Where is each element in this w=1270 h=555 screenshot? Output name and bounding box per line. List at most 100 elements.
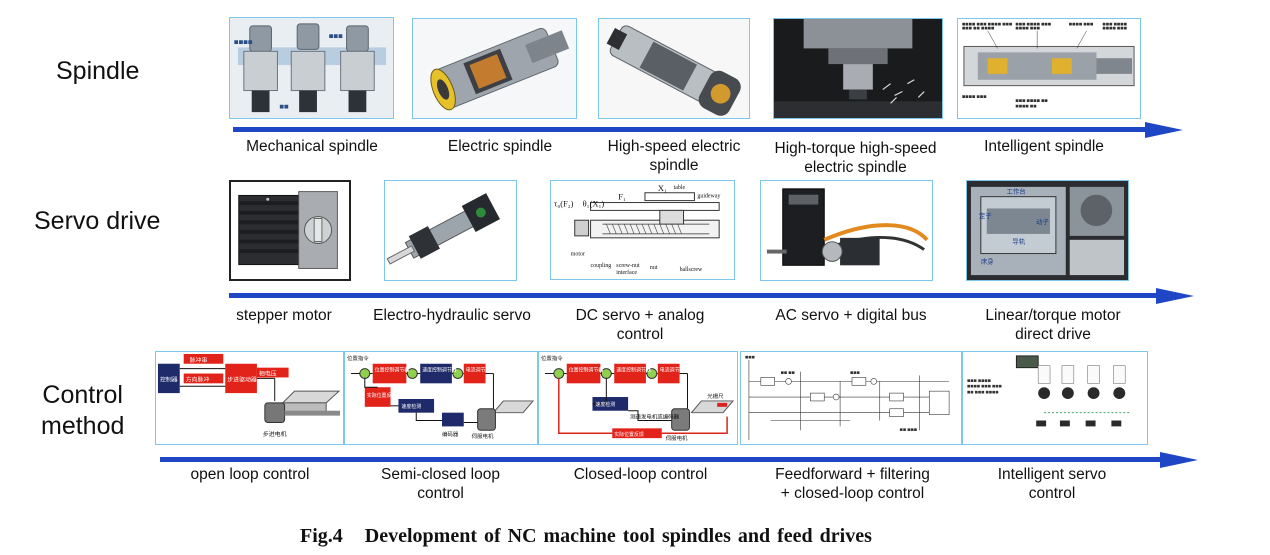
row-label-control-method: Control method [41, 381, 125, 440]
dc-torque-label: τ₀(F₂) [554, 200, 574, 209]
linear-label-2: 定子 [979, 211, 992, 220]
caption-open-loop-control: open loop control [190, 466, 310, 483]
row-label-spindle: Spindle [56, 57, 140, 85]
row-label-servo-drive: Servo drive [34, 207, 161, 235]
open-driver-text: 步进驱动器 [227, 375, 257, 383]
open-controller-text: 控制器 [160, 375, 178, 383]
semi-speed-ctrl-text: 速度控制调节器 [422, 367, 457, 374]
dc-ballscrew-label: ballscrew [680, 267, 703, 273]
intelligent-spindle-image: ■■■■ ■■■ ■■■■ ■■■■■■ ■■■■ ■■■■■■■ ■■■■■■… [957, 18, 1141, 119]
ac-servo-image [760, 180, 933, 281]
semi-position-cmd-text: 位置指令 [347, 354, 369, 362]
caption-ac-servo: AC servo + digital bus [775, 307, 927, 324]
svg-text:■■■ ■■■■: ■■■ ■■■■ [967, 378, 991, 382]
caption-semi-closed-loop-control: Semi-closed loop control [381, 466, 500, 502]
svg-text:■■■ ■■■■ ■■■: ■■■ ■■■■ ■■■ [1015, 22, 1051, 26]
closed-speed-detect-text: 速度检测 [595, 401, 615, 408]
electric-spindle-image [412, 18, 577, 119]
caption-intelligent-spindle: Intelligent spindle [984, 138, 1104, 155]
svg-text:■■■ ■■ ■■■■: ■■■ ■■ ■■■■ [962, 26, 995, 30]
svg-text:■■■: ■■■ [745, 355, 755, 359]
control-arrow-head [1160, 451, 1198, 468]
dc-nut-label: nut [650, 265, 658, 271]
semi-servo-motor-text: 伺服电机 [472, 432, 494, 440]
linear-label-4: 导轨 [1012, 237, 1025, 246]
open-direction-pulse-text: 方向脉冲 [186, 375, 210, 383]
closed-current-ctrl-text: 电流调节器 [660, 367, 685, 374]
figure-title-text: Development of NC machine tool spindles … [364, 525, 872, 547]
svg-text:■■: ■■ [279, 104, 289, 110]
svg-text:■■■■ ■■■ ■■■: ■■■■ ■■■ ■■■ [967, 384, 1002, 388]
linear-label-1: 工作台 [1007, 187, 1026, 196]
linear-label-3: 动子 [1036, 218, 1049, 226]
open-pulse-train-text: 脉冲串 [190, 356, 208, 364]
semi-current-ctrl-text: 电流调节器 [466, 367, 491, 374]
intelligent-servo-diagram: ■■■ ■■■■ ■■■■ ■■■ ■■■ ■■ ■■■ ■■■■ [962, 351, 1148, 445]
closed-speed-ctrl-text: 速度控制调节器 [616, 367, 651, 374]
caption-electric-spindle: Electric spindle [447, 138, 553, 155]
electro-hydraulic-servo-image [384, 180, 517, 281]
svg-text:■■■■ ■■■: ■■■■ ■■■ [1069, 22, 1094, 26]
dc-guideway-label: guideway [697, 194, 720, 200]
open-voltage-text: 相电压 [259, 370, 277, 378]
svg-text:■■■■ ■■■ ■■■■ ■■■: ■■■■ ■■■ ■■■■ ■■■ [962, 22, 1013, 26]
svg-text:■■■ ■■■■ ■■: ■■■ ■■■■ ■■ [1015, 98, 1048, 102]
semi-encoder-text: 编码器 [442, 430, 459, 438]
svg-text:■■■: ■■■ [329, 34, 343, 40]
dc-x1-label: X₁ [658, 184, 667, 193]
dc-motor-label: motor [571, 251, 585, 257]
feedforward-control-diagram: ■■■ ■■ ■■ ■■■ ■■ ■■■ [740, 351, 962, 445]
servo-arrow-shaft [229, 293, 1156, 298]
control-arrow-shaft [160, 457, 1160, 462]
stepper-motor-image [229, 180, 351, 281]
spindle-arrow-head [1145, 121, 1183, 138]
closed-pos-ctrl-text: 位置控制调节器 [569, 367, 604, 374]
figure-title: Fig.4 Development of NC machine tool spin… [300, 525, 872, 548]
mechanical-spindle-image: ■■■■■■■■■ [229, 17, 394, 119]
closed-position-cmd-text: 位置指令 [541, 354, 563, 362]
svg-text:■■■ ■■■■: ■■■ ■■■■ [1102, 22, 1127, 26]
svg-text:■■■■: ■■■■ [234, 40, 253, 46]
caption-feedforward-control: Feedforward + filtering + closed-loop co… [775, 466, 930, 502]
svg-text:■■■■ ■■: ■■■■ ■■ [1015, 104, 1037, 108]
semi-pos-feedback-text: 实际位置反馈 [367, 392, 397, 399]
dc-theta-label: θ₁(X₁) [583, 200, 605, 209]
svg-text:■■ ■■: ■■ ■■ [781, 371, 795, 375]
linear-torque-motor-image: 工作台 定子 动子 导轨 床身 [966, 180, 1129, 281]
servo-arrow-head [1156, 287, 1194, 304]
dc-screw-nut-label: screw-nut [616, 263, 640, 269]
semi-pos-ctrl-text: 位置控制调节器 [375, 367, 410, 374]
closed-loop-diagram: 位置控制调节器 速度控制调节器 电流调节器 速度检测 实际位置反馈 位置指令 测… [538, 351, 738, 445]
closed-encoder-text: 测速发电机或编码器 [630, 413, 680, 421]
caption-closed-loop-control: Closed-loop control [573, 466, 708, 483]
caption-dc-servo: DC servo + analog control [575, 307, 705, 343]
spindle-arrow-shaft [233, 127, 1145, 132]
figure-number: Fig.4 [300, 525, 343, 547]
high-torque-spindle-image [773, 18, 943, 119]
dc-coupling-label: coupling [591, 263, 612, 269]
closed-servo-motor-text: 伺服电机 [666, 434, 688, 442]
dc-table-label: table [674, 185, 686, 191]
closed-grating-text: 光栅尺 [707, 392, 724, 400]
semi-closed-loop-diagram: 位置控制调节器 速度控制调节器 电流调节器 速度检测 实际位置反馈 位置指令 编… [344, 351, 538, 445]
caption-high-speed-electric-spindle: High-speed electric spindle [607, 138, 741, 174]
open-stepper-text: 步进电机 [263, 430, 287, 438]
open-loop-diagram: 控制器 脉冲串 方向脉冲 步进驱动器 相电压 步进电机 [155, 351, 344, 445]
linear-label-5: 床身 [981, 256, 994, 265]
caption-intelligent-servo-control: Intelligent servo control [997, 466, 1107, 502]
svg-text:■■ ■■■: ■■ ■■■ [900, 427, 917, 431]
dc-force-label: F₁ [618, 193, 626, 202]
caption-mechanical-spindle: Mechanical spindle [246, 138, 378, 155]
svg-text:■■■■ ■■■: ■■■■ ■■■ [1102, 26, 1127, 30]
svg-text:■■■: ■■■ [850, 371, 860, 375]
caption-linear-torque-motor: Linear/torque motor direct drive [985, 307, 1121, 343]
semi-speed-detect-text: 速度检测 [401, 403, 421, 410]
high-speed-electric-spindle-image [598, 18, 750, 119]
caption-high-torque-spindle: High-torque high-speed electric spindle [774, 140, 937, 176]
svg-text:■■■■ ■■■: ■■■■ ■■■ [962, 94, 987, 98]
dc-interface-label: interface [616, 269, 637, 276]
caption-electro-hydraulic-servo: Electro-hydraulic servo [373, 307, 531, 324]
closed-pos-feedback-text: 实际位置反馈 [614, 431, 644, 438]
svg-text:■■ ■■■ ■■■■: ■■ ■■■ ■■■■ [967, 390, 999, 394]
svg-text:■■■■ ■■■: ■■■■ ■■■ [1015, 26, 1040, 30]
